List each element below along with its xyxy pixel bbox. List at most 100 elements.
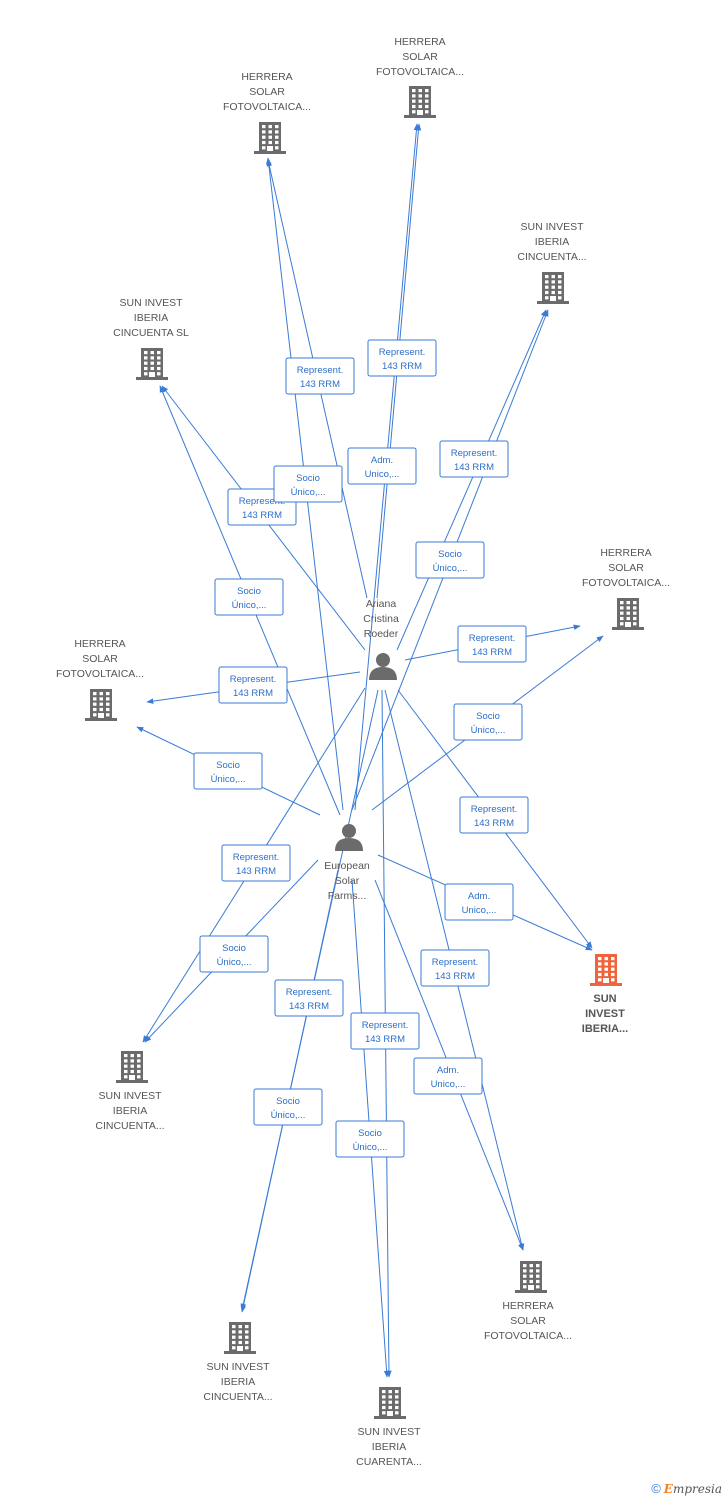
edge-label[interactable]: Adm.Unico,... (347, 447, 417, 485)
node-label: CINCUENTA... (203, 1391, 272, 1403)
edge-label-text: 143 RRM (233, 688, 273, 699)
edge-label-text: Único,... (471, 725, 506, 736)
company-node-n_sun_cincuenta_tr[interactable]: SUN INVESTIBERIACINCUENTA... (517, 221, 587, 304)
person-icon (369, 653, 397, 680)
edge-label[interactable]: Represent.143 RRM (459, 796, 529, 834)
node-label: SUN INVEST (98, 1090, 162, 1102)
edge-label-box[interactable] (350, 1012, 420, 1050)
node-label: INVEST (585, 1008, 625, 1020)
edge-label-box[interactable] (335, 1120, 405, 1158)
edge-label-text: Represent. (239, 496, 285, 507)
edge-label-box[interactable] (420, 949, 490, 987)
edge-label[interactable]: SocioÚnico,... (415, 541, 485, 579)
edge-label-text: Unico,... (462, 905, 497, 916)
edge-label[interactable]: Represent. 143 RRM (218, 666, 288, 704)
edge-label-box[interactable] (214, 578, 284, 616)
node-label: HERRERA (74, 638, 125, 650)
edge-label[interactable]: Represent. 143 RRM (285, 357, 355, 395)
building-icon (537, 272, 569, 304)
edge-label-text: 143 RRM (382, 361, 422, 372)
company-node-n_herrera_right[interactable]: HERRERASOLARFOTOVOLTAICA... (582, 547, 670, 630)
edge-label-text: Único,... (232, 600, 267, 611)
edge-label-box[interactable] (193, 752, 263, 790)
edge-labels-layer: Represent. 143 RRM Represent. 143 RRM Repres… (193, 339, 529, 1158)
edge-label-text: 143 RRM (300, 379, 340, 390)
edge-label-box[interactable] (459, 796, 529, 834)
edge-label[interactable]: Represent.143 RRM (420, 949, 490, 987)
edge-label-text: 143 RRM (472, 647, 512, 658)
edge-label-box[interactable] (347, 447, 417, 485)
person-node-p_european[interactable]: EuropeanSolarFarms... (324, 824, 370, 902)
node-label: HERRERA (394, 36, 445, 48)
node-label: HERRERA (600, 547, 651, 559)
edge-label-box[interactable] (253, 1088, 323, 1126)
company-node-n_herrera_left[interactable]: HERRERASOLARFOTOVOLTAICA... (56, 638, 144, 721)
edge-label[interactable]: Represent.143 RRM (439, 440, 509, 478)
edge-label[interactable]: Represent.143 RRM (274, 979, 344, 1017)
node-label: IBERIA (535, 236, 569, 248)
edge-label-box[interactable] (413, 1057, 483, 1095)
company-node-n_sun_cincuenta_b[interactable]: SUN INVESTIBERIACINCUENTA... (203, 1322, 273, 1403)
node-label: IBERIA (113, 1105, 147, 1117)
company-node-n_sun_cincuenta_bl[interactable]: SUN INVEST IBERIA CINCUENTA... (95, 1051, 165, 1132)
edge-label[interactable]: SocioÚnico,... (335, 1120, 405, 1158)
edge-label-text: 143 RRM (236, 866, 276, 877)
edge-label-text: Único,... (211, 774, 246, 785)
edge-label[interactable]: Represent.143 RRM (221, 844, 291, 882)
edge-label[interactable]: SocioÚnico,... (199, 935, 269, 973)
node-label: CINCUENTA... (95, 1120, 164, 1132)
edge-label-text: Único,... (353, 1142, 388, 1153)
edge-label[interactable]: SocioÚnico,... (273, 465, 343, 503)
edge-label[interactable]: SocioÚnico,... (453, 703, 523, 741)
company-node-n_herrera_bottom[interactable]: HERRERASOLARFOTOVOLTAICA... (484, 1261, 572, 1342)
edge-p_ariana-to-n_sun_cincuenta_tr (396, 309, 547, 651)
edges-layer (136, 123, 604, 1378)
edge-label-box[interactable] (415, 541, 485, 579)
company-node-n_herrera_top[interactable]: HERRERASOLARFOTOVOLTAICA... (376, 36, 464, 118)
building-icon (590, 954, 622, 986)
building-icon (254, 122, 286, 154)
footer: © Empresia (651, 1481, 722, 1496)
edge-label-text: Represent. (432, 957, 478, 968)
edge-label-box[interactable] (444, 883, 514, 921)
edge-label[interactable]: Adm.Unico,... (444, 883, 514, 921)
edge-label-text: Adm. (371, 455, 393, 466)
edge-label-text: Socio (296, 473, 320, 484)
edge-label-text: Represent. (362, 1020, 408, 1031)
brand-logo[interactable]: Empresia (663, 1481, 722, 1496)
edge-label-box[interactable] (457, 625, 527, 663)
edge-label-text: 143 RRM (474, 818, 514, 829)
company-node-n_herrera_left_top[interactable]: HERRERASOLARFOTOVOLTAICA... (223, 71, 311, 154)
edge-label-text: Represent. (297, 365, 343, 376)
edge-label-box[interactable] (439, 440, 509, 478)
edge-label[interactable]: Adm.Unico,... (413, 1057, 483, 1095)
edge-label[interactable]: Represent.143 RRM (457, 625, 527, 663)
edge-label[interactable]: Represent.143 RRM (367, 339, 437, 377)
node-label: SOLAR (249, 86, 285, 98)
edge-label-box[interactable] (221, 844, 291, 882)
edge-label-box[interactable] (453, 703, 523, 741)
node-label: CINCUENTA... (517, 251, 586, 263)
node-label: FOTOVOLTAICA... (56, 668, 144, 680)
edge-label-box[interactable] (367, 339, 437, 377)
node-label: SUN INVEST (119, 297, 183, 309)
edge-label-box[interactable] (218, 666, 288, 704)
node-label: IBERIA (372, 1441, 406, 1453)
edge-label-box[interactable] (285, 357, 355, 395)
edge-label-box[interactable] (273, 465, 343, 503)
edge-label-box[interactable] (199, 935, 269, 973)
edge-label-text: Represent. (230, 674, 276, 685)
edge-label[interactable]: SocioÚnico,... (193, 752, 263, 790)
company-node-n_sun_iberia_main[interactable]: SUNINVESTIBERIA... (582, 954, 628, 1035)
edge-label-box[interactable] (274, 979, 344, 1017)
edge-label[interactable]: Represent.143 RRM (350, 1012, 420, 1050)
edge-label-text: Socio (438, 549, 462, 560)
company-node-n_sun_cuarenta[interactable]: SUN INVESTIBERIACUARENTA... (356, 1387, 422, 1468)
edge-label-text: Socio (216, 760, 240, 771)
node-label: Roeder (364, 628, 399, 640)
edge-label[interactable]: SocioÚnico,... (253, 1088, 323, 1126)
node-label: IBERIA (134, 312, 168, 324)
edge-label[interactable]: SocioÚnico,... (214, 578, 284, 616)
